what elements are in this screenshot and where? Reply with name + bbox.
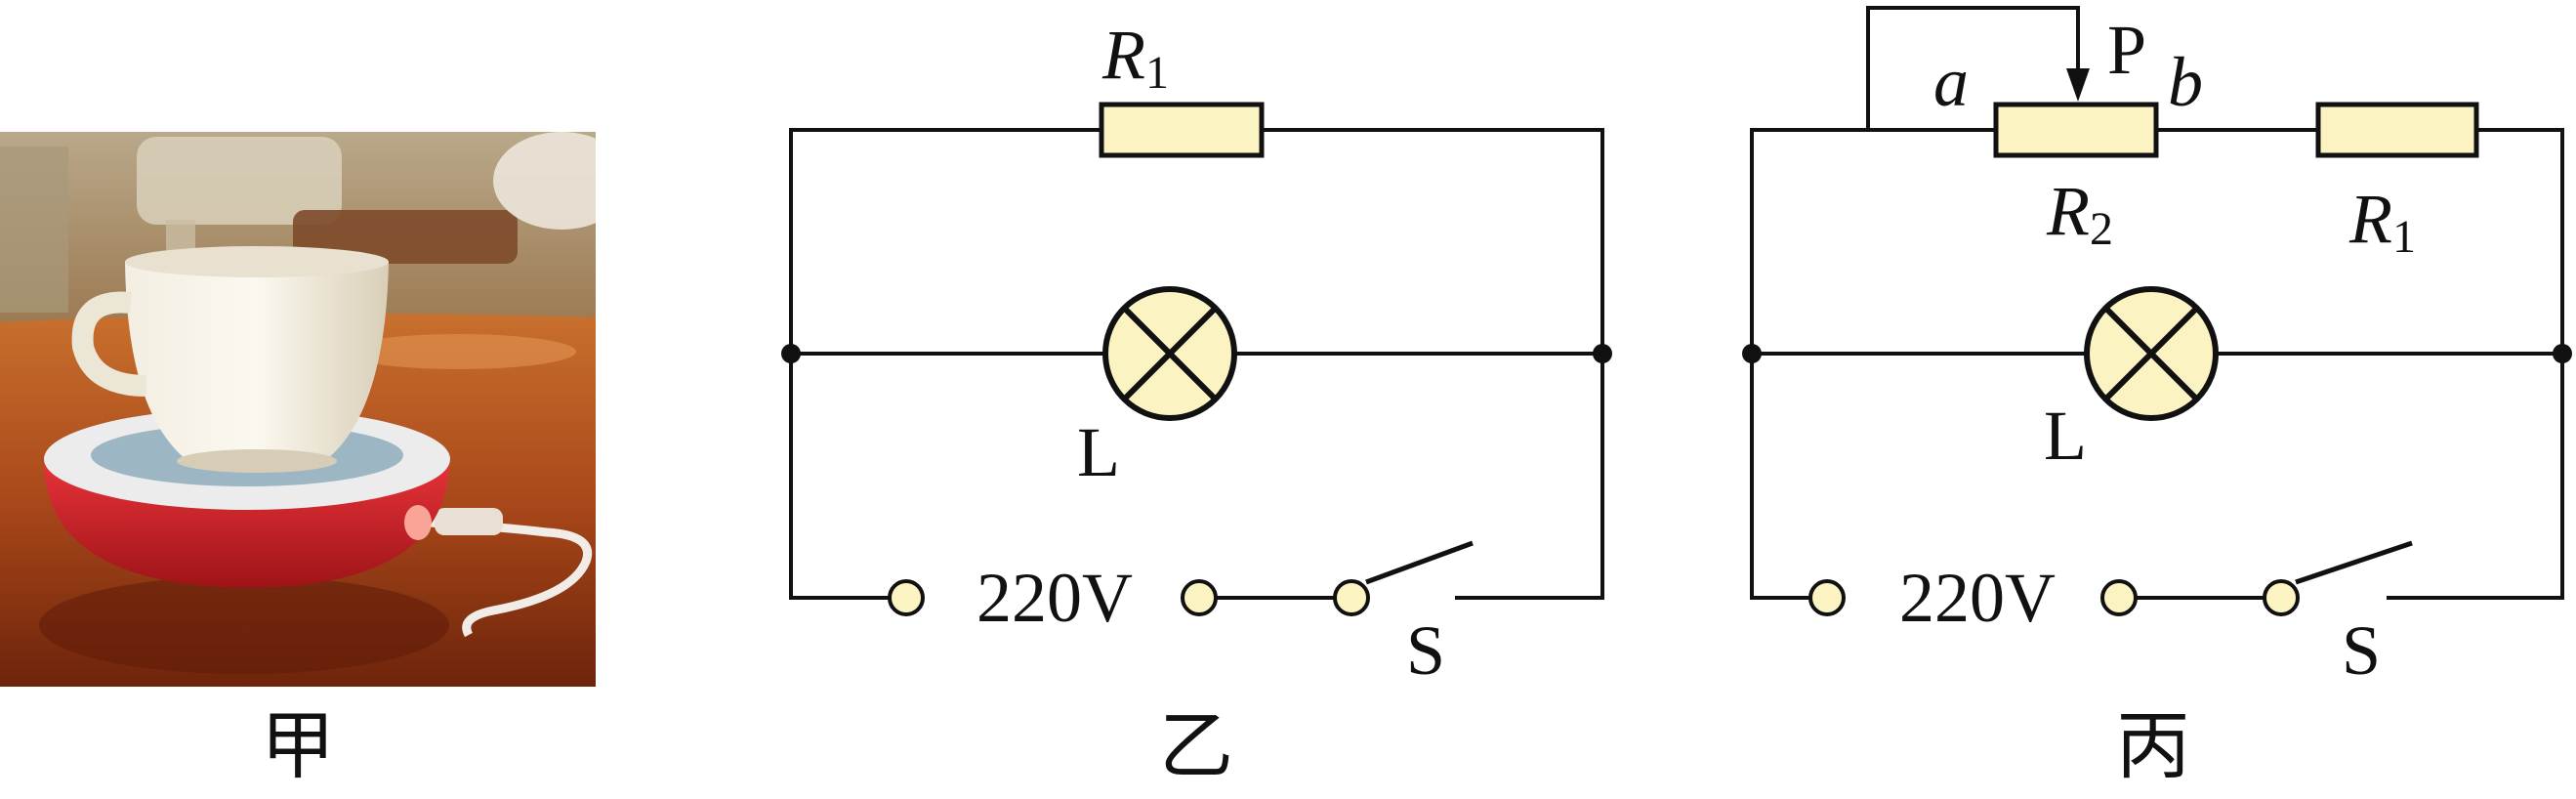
terminal-right [1181, 579, 1218, 616]
caption-yi: 乙 [1159, 702, 1233, 789]
wire-top-left-bing [1750, 128, 1868, 354]
label-switch-bing: S [2342, 611, 2381, 690]
label-end-b: b [2168, 43, 2203, 121]
wire-bottom-left-bing [1750, 354, 1811, 600]
circuit-yi: R1 L 220V S [781, 16, 1612, 690]
resistor-r1-bing [2315, 102, 2479, 158]
lamp-icon-bing [2084, 286, 2219, 421]
rheostat-r2 [1993, 102, 2159, 158]
lamp-icon [1102, 286, 1237, 421]
wire-top-right [1262, 128, 1604, 354]
wire-top-right-bing [2476, 128, 2564, 354]
wire-top-left [789, 128, 1101, 354]
terminal-left-bing [1808, 579, 1846, 616]
label-r1-yi-sub: 1 [1145, 47, 1169, 99]
wire-bottom-left [789, 354, 891, 600]
circuit-bing: P a b R2 R1 L 220V S [1742, 6, 2572, 690]
label-r2: R [2046, 172, 2090, 250]
label-lamp-yi: L [1077, 413, 1120, 491]
svg-text:R1: R1 [2348, 180, 2416, 263]
label-r1-bing-sub: 1 [2392, 211, 2416, 263]
wire-bottom-right-bing [2387, 354, 2564, 600]
switch-blade-bing [2295, 540, 2413, 585]
caption-jia: 甲 [261, 702, 335, 789]
label-r1-bing: R [2348, 180, 2392, 258]
label-r1-yi: R [1101, 16, 1145, 94]
switch-pivot-bing [2263, 579, 2300, 616]
junction-left [781, 344, 801, 363]
label-source-yi: 220V [976, 559, 1133, 637]
junction-right [1593, 344, 1612, 363]
wire-bypass [1866, 6, 2080, 130]
label-slider-p: P [2107, 11, 2146, 89]
wire-bottom-right [1455, 354, 1604, 600]
switch-blade [1365, 540, 1474, 585]
cup-warmer-photo [0, 132, 596, 687]
terminal-right-bing [2100, 579, 2138, 616]
junction-right-bing [2553, 344, 2572, 363]
svg-text:R1: R1 [1101, 16, 1169, 99]
label-switch-yi: S [1406, 611, 1445, 690]
label-r2-sub: 2 [2090, 203, 2113, 255]
label-end-a: a [1933, 43, 1969, 121]
switch-pivot [1333, 579, 1370, 616]
label-lamp-bing: L [2044, 397, 2087, 475]
terminal-left [888, 579, 925, 616]
caption-bing: 丙 [2116, 702, 2190, 789]
svg-text:R2: R2 [2046, 172, 2113, 255]
slider-arrow-icon [2066, 68, 2090, 102]
label-source-bing: 220V [1899, 559, 2056, 637]
junction-left-bing [1742, 344, 1762, 363]
resistor-r1 [1099, 102, 1265, 158]
